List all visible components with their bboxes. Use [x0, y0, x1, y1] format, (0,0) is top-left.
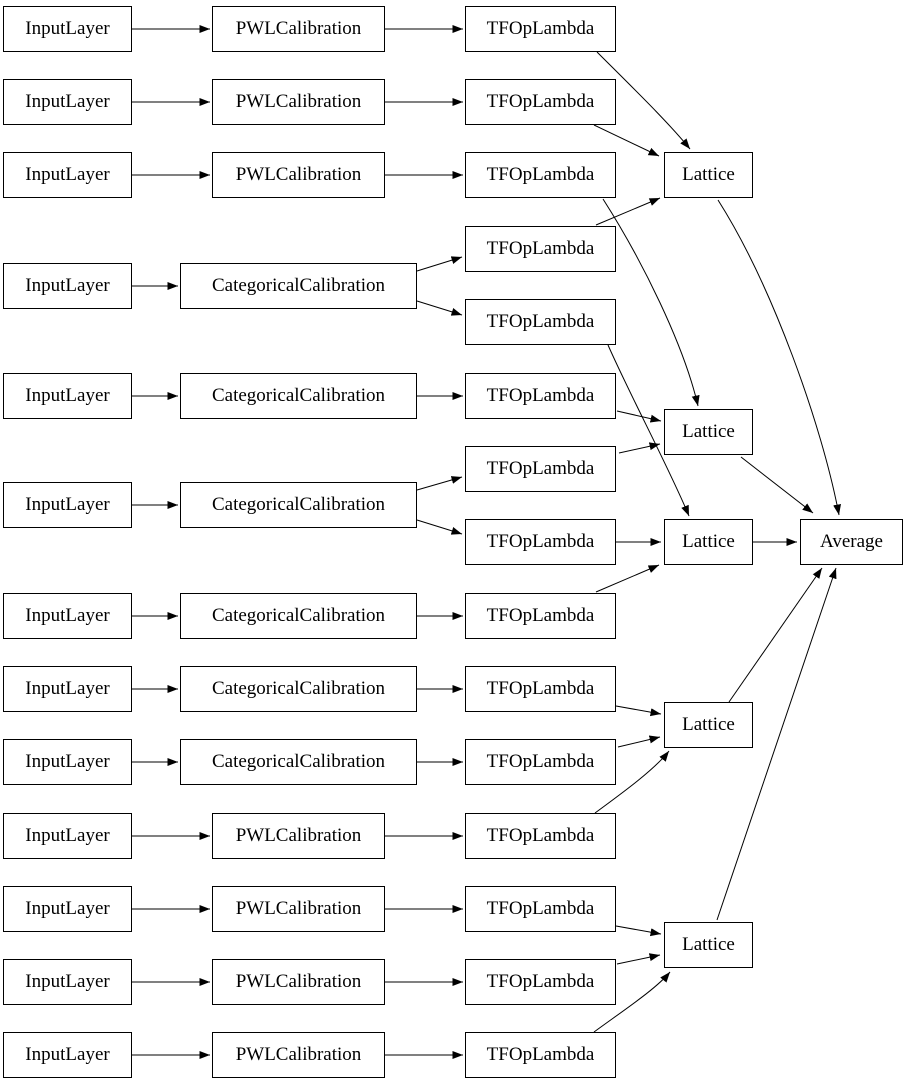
node-pwl-7: PWLCalibration — [212, 1032, 385, 1078]
edge-cat-1-to-tfop-5 — [416, 300, 463, 316]
node-input-13: InputLayer — [3, 1032, 132, 1078]
edge-cat-1-to-tfop-4 — [416, 256, 463, 272]
node-tfop-1: TFOpLambda — [465, 6, 616, 52]
edge-tfop-14-to-lattice-5 — [616, 953, 661, 965]
node-input-4: InputLayer — [3, 263, 132, 309]
edge-tfop-15-to-lattice-5 — [593, 971, 671, 1033]
node-cat-3: CategoricalCalibration — [180, 482, 417, 528]
node-cat-6: CategoricalCalibration — [180, 739, 417, 785]
node-lattice-5: Lattice — [664, 922, 753, 968]
edge-tfop-1-to-lattice-1 — [596, 51, 691, 150]
edge-tfop-4-to-lattice-1 — [595, 197, 661, 226]
node-input-12: InputLayer — [3, 959, 132, 1005]
node-pwl-2: PWLCalibration — [212, 79, 385, 125]
node-input-9: InputLayer — [3, 739, 132, 785]
node-input-3: InputLayer — [3, 152, 132, 198]
node-cat-4: CategoricalCalibration — [180, 593, 417, 639]
node-pwl-4: PWLCalibration — [212, 813, 385, 859]
edge-lattice-2-to-average — [740, 456, 814, 514]
node-cat-2: CategoricalCalibration — [180, 373, 417, 419]
node-lattice-2: Lattice — [664, 409, 753, 455]
edge-group — [132, 25, 841, 1059]
node-tfop-10: TFOpLambda — [465, 666, 616, 712]
node-pwl-6: PWLCalibration — [212, 959, 385, 1005]
node-tfop-6: TFOpLambda — [465, 373, 616, 419]
edge-tfop-2-to-lattice-1 — [593, 124, 660, 157]
edge-tfop-11-to-lattice-4 — [617, 735, 661, 748]
node-tfop-15: TFOpLambda — [465, 1032, 616, 1078]
edge-tfop-6-to-lattice-2 — [616, 410, 662, 423]
edge-tfop-7-to-lattice-2 — [618, 442, 661, 454]
node-input-6: InputLayer — [3, 482, 132, 528]
edge-tfop-10-to-lattice-4 — [615, 705, 662, 717]
edge-tfop-9-to-lattice-3 — [595, 564, 660, 593]
node-input-5: InputLayer — [3, 373, 132, 419]
edge-lattice-5-to-average — [716, 567, 837, 921]
node-pwl-1: PWLCalibration — [212, 6, 385, 52]
node-input-8: InputLayer — [3, 666, 132, 712]
edge-lattice-4-to-average — [728, 567, 823, 703]
node-pwl-3: PWLCalibration — [212, 152, 385, 198]
node-input-7: InputLayer — [3, 593, 132, 639]
node-tfop-7: TFOpLambda — [465, 446, 616, 492]
node-tfop-8: TFOpLambda — [465, 519, 616, 565]
node-tfop-3: TFOpLambda — [465, 152, 616, 198]
edge-tfop-3-to-lattice-2 — [602, 198, 700, 407]
node-lattice-1: Lattice — [664, 152, 753, 198]
node-cat-1: CategoricalCalibration — [180, 263, 417, 309]
node-tfop-12: TFOpLambda — [465, 813, 616, 859]
node-pwl-5: PWLCalibration — [212, 886, 385, 932]
node-average: Average — [800, 519, 903, 565]
node-tfop-2: TFOpLambda — [465, 79, 616, 125]
node-lattice-3: Lattice — [664, 519, 753, 565]
edge-lattice-1-to-average — [717, 199, 841, 516]
node-tfop-14: TFOpLambda — [465, 959, 616, 1005]
node-input-1: InputLayer — [3, 6, 132, 52]
node-tfop-11: TFOpLambda — [465, 739, 616, 785]
edge-cat-3-to-tfop-8 — [416, 519, 463, 535]
node-tfop-5: TFOpLambda — [465, 299, 616, 345]
node-input-10: InputLayer — [3, 813, 132, 859]
node-lattice-4: Lattice — [664, 702, 753, 748]
edge-tfop-13-to-lattice-5 — [615, 925, 662, 937]
node-tfop-9: TFOpLambda — [465, 593, 616, 639]
edge-tfop-5-to-lattice-3 — [607, 344, 690, 517]
edge-tfop-12-to-lattice-4 — [594, 750, 670, 814]
edge-cat-3-to-tfop-7 — [416, 476, 463, 491]
node-input-11: InputLayer — [3, 886, 132, 932]
node-cat-5: CategoricalCalibration — [180, 666, 417, 712]
node-input-2: InputLayer — [3, 79, 132, 125]
node-tfop-13: TFOpLambda — [465, 886, 616, 932]
node-tfop-4: TFOpLambda — [465, 226, 616, 272]
